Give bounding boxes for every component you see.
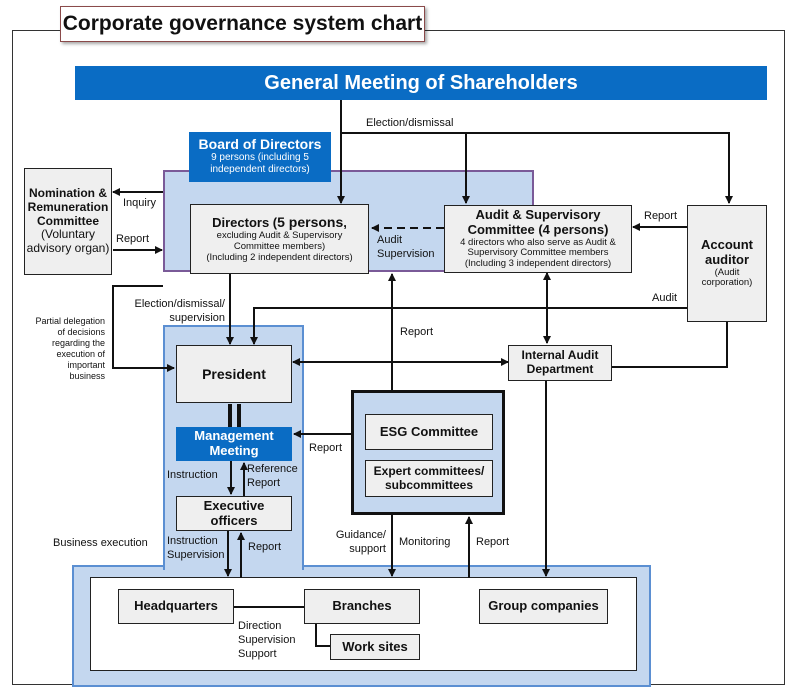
label-monitoring: Monitoring xyxy=(399,536,451,548)
directors-line: Committee members) xyxy=(233,241,326,252)
branches: Branches xyxy=(304,589,420,624)
partial-delegation-line: regarding the xyxy=(51,337,105,348)
auditor-title: auditor xyxy=(704,251,750,267)
branches-label: Branches xyxy=(332,598,392,614)
president-box: President xyxy=(176,345,292,403)
partial-delegation-line: of decisions xyxy=(57,326,105,337)
esg-committee: ESG Committee xyxy=(365,414,493,450)
instruction-supervision-line: Supervision xyxy=(167,548,225,561)
chart-title: Corporate governance system chart xyxy=(60,6,425,42)
internal-audit-line: Department xyxy=(526,362,594,376)
directors-line: excluding Audit & Supervisory xyxy=(216,230,343,242)
label-report-internal: Report xyxy=(400,326,434,338)
label-instruction: Instruction xyxy=(167,469,218,481)
label-inquiry: Inquiry xyxy=(123,197,157,209)
account-auditor: Account auditor (Audit corporation) xyxy=(687,205,767,322)
directors-title: Directors ( xyxy=(212,215,278,231)
executive-officers: Executive officers xyxy=(176,496,292,531)
election-supervision-line: Election/dismissal/ xyxy=(134,298,225,310)
group-companies-label: Group companies xyxy=(488,598,599,614)
audit-committee-line: Supervisory Committee members xyxy=(467,247,609,259)
exec-line: Executive xyxy=(203,497,265,513)
instruction-supervision-line: Instruction xyxy=(167,535,218,547)
guidance-line: Guidance/ xyxy=(335,529,386,541)
general-meeting-of-shareholders: General Meeting of Shareholders xyxy=(75,66,767,100)
line-audit xyxy=(250,307,687,345)
nomination-line: Nomination & xyxy=(29,186,107,200)
president-mgmt-link-bar xyxy=(237,404,241,427)
directors-box: Directors (5 persons, excluding Audit & … xyxy=(190,204,369,274)
label-election-supervision: Election/dismissal/supervision xyxy=(127,298,225,326)
work-sites: Work sites xyxy=(330,634,420,660)
line-election-horizontal xyxy=(341,132,733,204)
president-mgmt-link-bar xyxy=(228,404,232,427)
nomination-line: Committee xyxy=(36,213,99,228)
directors-line: (Including 2 independent directors) xyxy=(206,251,353,263)
internal-audit-line: Internal Audit xyxy=(521,348,599,363)
audit-supervision-line: Audit xyxy=(377,234,403,246)
exec-line: officers xyxy=(210,512,258,528)
partial-delegation-line: execution of xyxy=(56,348,105,359)
expert-committees: Expert committees/ subcommittees xyxy=(365,460,493,497)
internal-audit-department: Internal Audit Department xyxy=(508,345,612,381)
directors-count: 5 persons xyxy=(277,214,344,231)
partial-delegation-line: important xyxy=(67,359,105,370)
line-branches-worksites xyxy=(315,622,330,647)
label-report-auditor: Report xyxy=(644,210,678,222)
audit-committee-line: 4 directors who also serve as Audit & xyxy=(460,236,616,248)
label-report-esg: Report xyxy=(309,442,343,454)
label-report-exec: Report xyxy=(248,541,282,553)
election-supervision-line: supervision xyxy=(169,311,225,324)
headquarters-label: Headquarters xyxy=(134,598,218,614)
audit-supervisory-committee: Audit & Supervisory Committee (4 persons… xyxy=(444,205,632,273)
expert-line: Expert committees/ xyxy=(373,463,485,478)
auditor-subtitle: corporation) xyxy=(701,277,753,289)
label-audit: Audit xyxy=(652,292,678,304)
partial-delegation-line: business xyxy=(69,370,105,381)
mgmt-line: Meeting xyxy=(209,443,259,458)
label-direction-supervision-support: Direction Supervision Support xyxy=(238,620,295,661)
label-election-dismissal: Election/dismissal xyxy=(366,117,454,129)
line-internal-auditor xyxy=(612,322,728,368)
expert-line: subcommittees xyxy=(384,477,474,492)
audit-committee-title: Audit & Supervisory xyxy=(475,206,601,222)
label-report-nomination: Report xyxy=(116,233,150,245)
label-report-esg-bottom: Report xyxy=(476,536,510,548)
president-label: President xyxy=(202,365,266,382)
guidance-line: support xyxy=(349,542,386,555)
esg-committee-label: ESG Committee xyxy=(379,423,479,439)
directors-title-comma: , xyxy=(343,215,347,231)
audit-committee-title: Committee (4 persons) xyxy=(467,221,609,237)
label-partial-delegation: Partial delegation of decisions regardin… xyxy=(18,316,105,382)
nomination-line: advisory organ) xyxy=(26,241,110,256)
auditor-title: Account xyxy=(701,236,753,252)
nomination-remuneration-committee: Nomination & Remuneration Committee (Vol… xyxy=(24,168,112,275)
headquarters: Headquarters xyxy=(118,589,234,624)
group-companies: Group companies xyxy=(479,589,608,624)
audit-supervision-line: Supervision xyxy=(377,247,435,260)
direction-line: Direction xyxy=(238,620,282,632)
auditor-subtitle: (Audit xyxy=(714,266,740,278)
board-of-directors-label: Board of Directors 9 persons (including … xyxy=(189,132,331,182)
work-sites-label: Work sites xyxy=(342,638,408,654)
label-guidance-support: Guidance/support xyxy=(330,529,386,557)
audit-committee-line: (Including 3 independent directors) xyxy=(464,258,612,270)
nomination-line: Remuneration xyxy=(27,199,109,214)
board-title: Board of Directors xyxy=(198,136,322,152)
supervision-line: Supervision xyxy=(238,633,296,646)
mgmt-line: Management xyxy=(194,428,274,444)
board-subtitle: 9 persons (including 5 independent direc… xyxy=(210,152,310,175)
label-business-execution: Business execution xyxy=(53,537,148,549)
support-line: Support xyxy=(238,647,277,660)
reference-report-line: Reference xyxy=(247,463,298,475)
nomination-line: (Voluntary xyxy=(40,227,96,242)
partial-delegation-line: Partial delegation xyxy=(35,316,105,326)
reference-report-line: Report xyxy=(247,476,281,489)
line-partial-delegation xyxy=(112,285,175,372)
